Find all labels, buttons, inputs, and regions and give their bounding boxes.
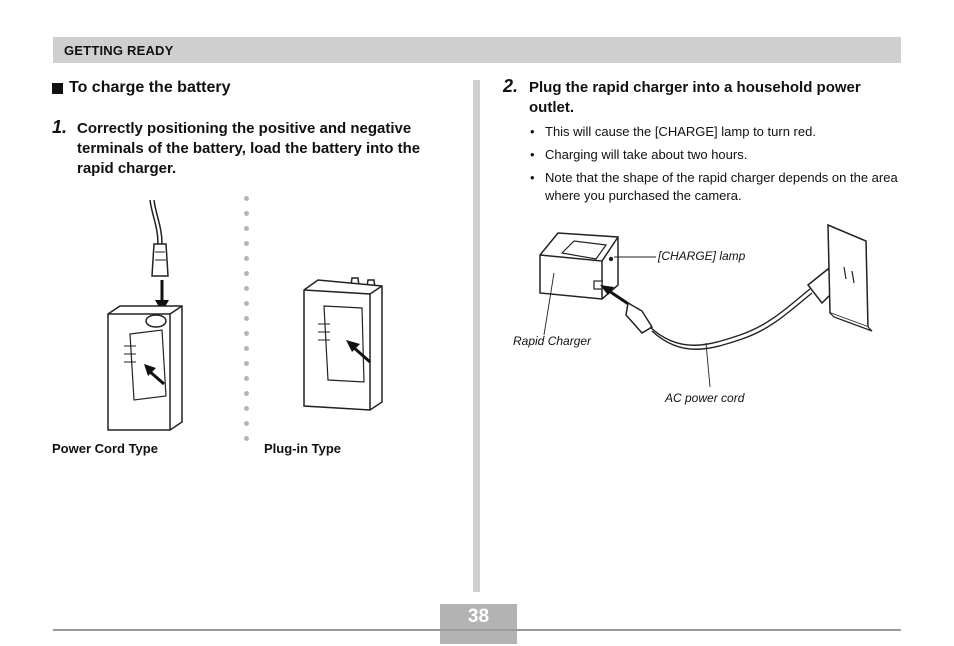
footer-rule	[53, 629, 901, 631]
charger-outlet-illustration	[539, 223, 873, 388]
subheading: To charge the battery	[52, 79, 231, 97]
label-ac-power-cord: AC power cord	[665, 391, 745, 405]
section-header-band	[53, 37, 901, 63]
step-1-number: 1.	[52, 117, 68, 137]
step-2-bullet-list: •This will cause the [CHARGE] lamp to tu…	[528, 123, 898, 210]
caption-power-cord-type: Power Cord Type	[52, 441, 158, 456]
label-charge-lamp: [CHARGE] lamp	[658, 249, 746, 263]
square-bullet-icon	[52, 82, 63, 94]
power-cord-charger-illustration	[107, 199, 183, 431]
bullet-item: •Charging will take about two hours.	[530, 147, 748, 162]
page-number-box-bottom	[440, 631, 517, 644]
bullet-item: •This will cause the [CHARGE] lamp to tu…	[530, 124, 816, 139]
bullet-item: •Note that the shape of the rapid charge…	[530, 170, 898, 203]
step-2-text: Plug the rapid charger into a household …	[529, 79, 861, 116]
label-rapid-charger: Rapid Charger	[513, 334, 592, 348]
caption-plug-in-type: Plug-in Type	[264, 441, 342, 456]
section-title: GETTING READY	[64, 43, 174, 58]
step-1-text: Correctly positioning the positive and n…	[77, 120, 421, 177]
dotted-separator	[244, 196, 250, 451]
page-number-box	[440, 604, 517, 629]
page-number: 38	[467, 606, 490, 627]
column-divider	[473, 80, 480, 592]
plug-in-charger-illustration	[303, 277, 383, 411]
step-2-number: 2.	[503, 76, 519, 96]
subheading-text: To charge the battery	[69, 79, 231, 96]
